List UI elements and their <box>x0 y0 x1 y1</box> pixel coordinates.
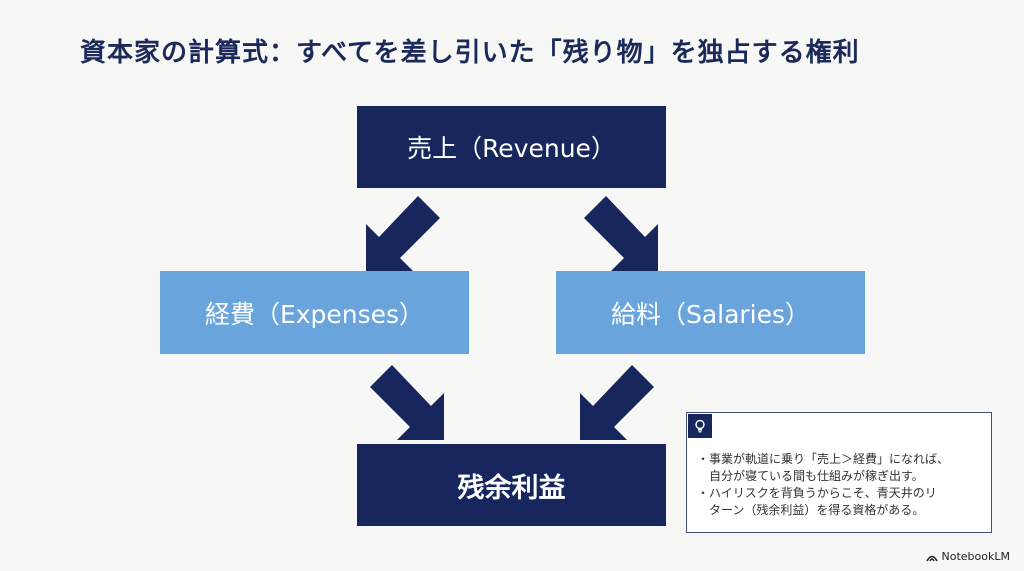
revenue-box: 売上（Revenue） <box>357 106 666 188</box>
notebooklm-brand: NotebookLM <box>925 550 1010 563</box>
salaries-box: 給料（Salaries） <box>556 271 865 354</box>
tip-note: ・事業が軌道に乗り「売上＞経費」になれば、 自分が寝ている間も仕組みが稼ぎ出す。… <box>686 412 992 533</box>
lightbulb-icon <box>688 414 712 438</box>
arrow-revenue-to-expenses <box>366 196 440 271</box>
residual-profit-box: 残余利益 <box>357 444 666 526</box>
arrow-salaries-to-profit <box>580 365 654 440</box>
arrow-revenue-to-salaries <box>584 196 658 271</box>
arrow-expenses-to-profit <box>370 365 444 440</box>
tip-lines: ・事業が軌道に乗り「売上＞経費」になれば、 自分が寝ている間も仕組みが稼ぎ出す。… <box>697 451 985 519</box>
tip-line: 自分が寝ている間も仕組みが稼ぎ出す。 <box>709 469 924 483</box>
brand-label: NotebookLM <box>941 550 1010 563</box>
tip-line: ・ハイリスクを背負うからこそ、青天井のリ <box>697 486 937 500</box>
notebooklm-logo-icon <box>925 555 938 561</box>
expenses-box: 経費（Expenses） <box>160 271 469 354</box>
tip-line: ターン（残余利益）を得る資格がある。 <box>709 503 925 517</box>
tip-line: ・事業が軌道に乗り「売上＞経費」になれば、 <box>697 452 950 466</box>
page-title: 資本家の計算式：すべてを差し引いた「残り物」を独占する権利 <box>80 38 860 68</box>
